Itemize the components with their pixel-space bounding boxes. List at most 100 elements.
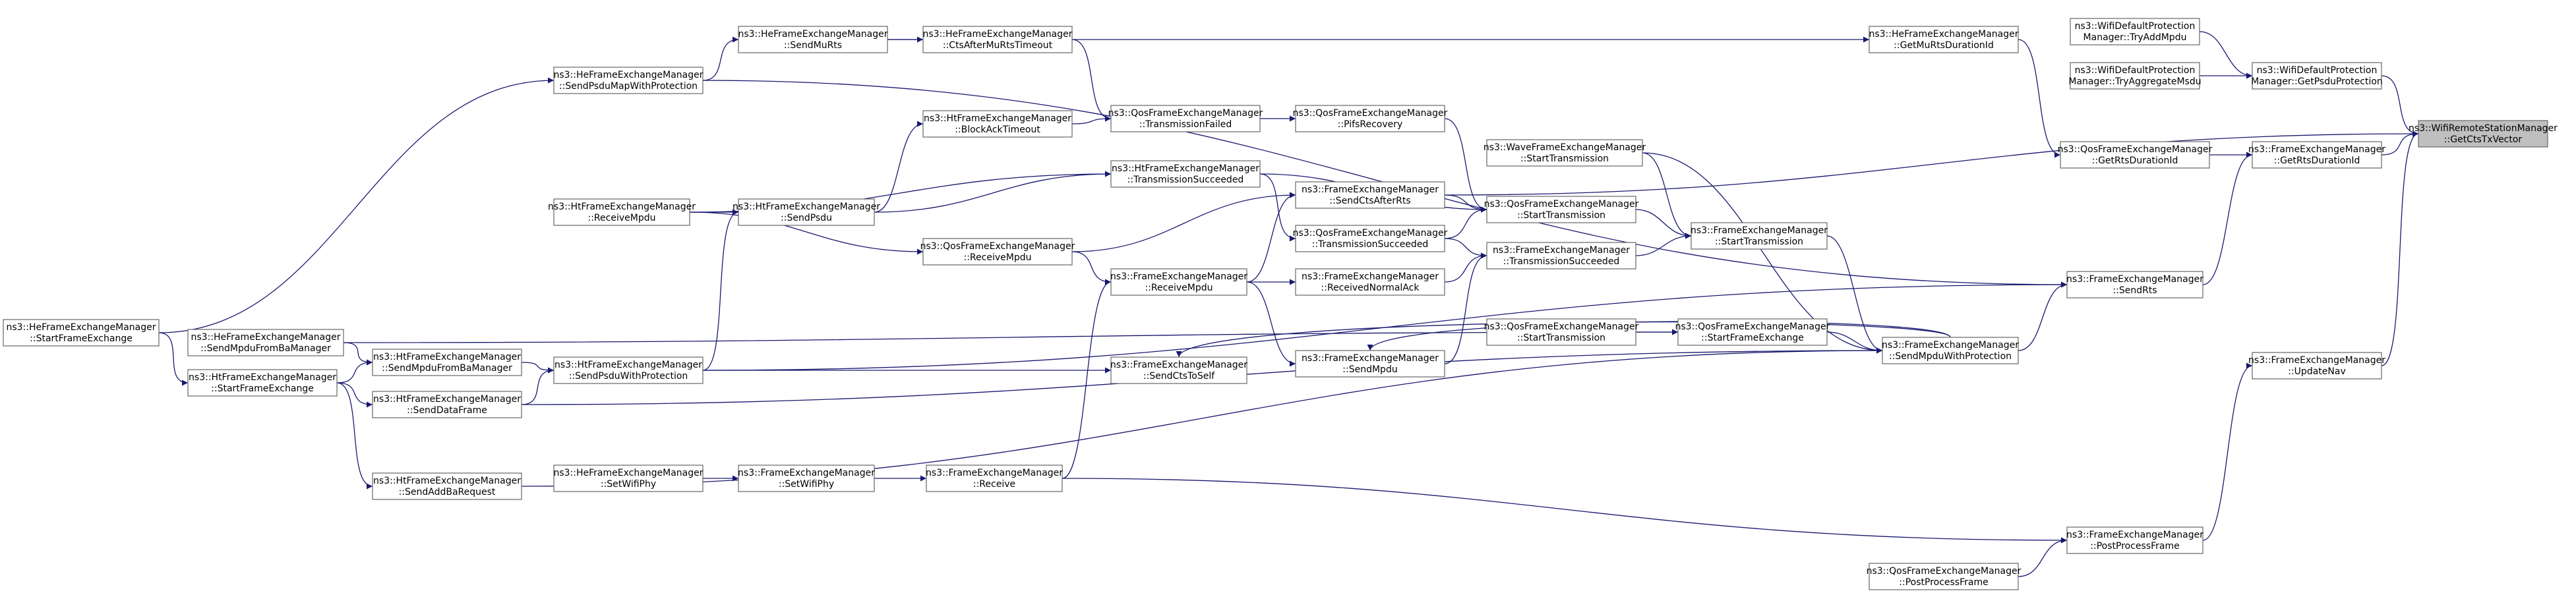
call-edge <box>1444 206 1487 239</box>
function-node[interactable]: ns3::FrameExchangeManager::SendCtsAfterR… <box>1295 181 1445 209</box>
node-method-label: ::GetCtsTxVector <box>2444 134 2523 145</box>
function-node[interactable]: ns3::QosFrameExchangeManager::StartFrame… <box>1675 318 1830 346</box>
function-node[interactable]: ns3::HtFrameExchangeManager::SendDataFra… <box>372 391 522 418</box>
node-class-label: ns3::WifiDefaultProtection <box>2075 21 2196 32</box>
function-node[interactable]: ns3::HeFrameExchangeManager::SendPsduMap… <box>553 67 704 94</box>
node-method-label: ::StartFrameExchange <box>211 383 314 394</box>
function-node[interactable]: ns3::WaveFrameExchangeManager::StartTran… <box>1483 139 1646 167</box>
function-node[interactable]: ns3::FrameExchangeManager::Receive <box>926 465 1063 492</box>
node-class-label: ns3::FrameExchangeManager <box>738 468 875 478</box>
function-node[interactable]: ns3::QosFrameExchangeManager::PostProces… <box>1867 563 2022 590</box>
node-class-label: ns3::FrameExchangeManager <box>1110 360 1247 370</box>
function-node[interactable]: ns3::HtFrameExchangeManager::SendMpduFro… <box>372 349 522 376</box>
function-node[interactable]: ns3::FrameExchangeManager::StartTransmis… <box>1691 222 1828 250</box>
function-node[interactable]: ns3::FrameExchangeManager::GetRtsDuratio… <box>2248 141 2385 169</box>
function-node[interactable]: ns3::HtFrameExchangeManager::SendPsduWit… <box>553 356 704 384</box>
function-node[interactable]: ns3::QosFrameExchangeManager::Transmissi… <box>1108 105 1263 132</box>
call-edge <box>2381 130 2419 366</box>
node-box <box>3 319 160 347</box>
function-node[interactable]: ns3::HtFrameExchangeManager::StartFrameE… <box>187 369 338 397</box>
function-node[interactable]: ns3::HtFrameExchangeManager::Transmissio… <box>1110 160 1261 188</box>
node-class-label: ns3::FrameExchangeManager <box>1691 225 1828 236</box>
node-box <box>1295 225 1445 252</box>
node-box <box>2066 271 2203 298</box>
function-node[interactable]: ns3::WifiDefaultProtectionManager::TryAd… <box>2070 18 2200 45</box>
node-class-label: ns3::FrameExchangeManager <box>1302 184 1439 195</box>
function-node[interactable]: ns3::HtFrameExchangeManager::BlockAckTim… <box>922 110 1073 138</box>
node-box <box>2418 120 2548 148</box>
call-edge <box>336 382 373 490</box>
node-method-label: ::SendCtsAfterRts <box>1329 196 1410 206</box>
node-method-label: ::CtsAfterMuRtsTimeout <box>943 40 1053 51</box>
node-method-label: ::StartTransmission <box>1517 210 1605 221</box>
function-node[interactable]: ns3::FrameExchangeManager::SendMpdu <box>1295 350 1445 378</box>
call-edge <box>336 382 373 408</box>
node-box <box>372 472 522 500</box>
node-method-label: ::SendAddBaRequest <box>399 487 496 497</box>
function-node[interactable]: ns3::FrameExchangeManager::ReceiveMpdu <box>1110 268 1247 296</box>
node-method-label: ::SendPsduWithProtection <box>569 371 688 381</box>
node-method-label: ::ReceivedNormalAck <box>1321 283 1420 293</box>
node-box <box>372 391 522 418</box>
node-box <box>1486 196 1636 223</box>
node-class-label: ns3::HtFrameExchangeManager <box>733 202 880 212</box>
call-nodes: ns3::WifiRemoteStationManager::GetCtsTxV… <box>3 18 2558 590</box>
node-class-label: ns3::FrameExchangeManager <box>1302 271 1439 282</box>
call-edge <box>1062 279 1112 479</box>
node-class-label: ns3::FrameExchangeManager <box>2066 274 2203 285</box>
function-node[interactable]: ns3::FrameExchangeManager::SendCtsToSelf <box>1110 356 1247 384</box>
call-edge <box>1246 192 1296 283</box>
node-box <box>187 329 344 356</box>
node-class-label: ns3::HeFrameExchangeManager <box>922 29 1072 40</box>
call-edge <box>689 212 924 255</box>
function-node[interactable]: ns3::QosFrameExchangeManager::GetRtsDura… <box>2058 141 2213 169</box>
function-node[interactable]: ns3::QosFrameExchangeManager::StartTrans… <box>1484 196 1639 223</box>
function-node[interactable]: ns3::FrameExchangeManager::SetWifiPhy <box>738 465 875 492</box>
node-box <box>1486 242 1636 269</box>
call-edge <box>1259 173 1296 242</box>
node-method-label: ::StartTransmission <box>1520 154 1609 164</box>
call-edge <box>1642 152 1883 354</box>
target-function-node[interactable]: ns3::WifiRemoteStationManager::GetCtsTxV… <box>2409 120 2558 148</box>
function-node[interactable]: ns3::HeFrameExchangeManager::SetWifiPhy <box>553 465 704 492</box>
call-edge <box>521 362 554 374</box>
function-node[interactable]: ns3::FrameExchangeManager::SendRts <box>2066 271 2203 298</box>
node-box <box>1110 356 1247 384</box>
function-node[interactable]: ns3::HtFrameExchangeManager::SendPsdu <box>733 198 880 226</box>
node-class-label: ns3::HtFrameExchangeManager <box>548 202 696 212</box>
call-edge <box>1071 192 1296 252</box>
function-node[interactable]: ns3::QosFrameExchangeManager::StartTrans… <box>1484 318 1639 346</box>
function-node[interactable]: ns3::QosFrameExchangeManager::ReceiveMpd… <box>920 238 1075 266</box>
function-node[interactable]: ns3::HeFrameExchangeManager::SendMuRts <box>738 26 888 53</box>
function-node[interactable]: ns3::HtFrameExchangeManager::ReceiveMpdu <box>548 198 696 226</box>
function-node[interactable]: ns3::WifiDefaultProtectionManager::TryAg… <box>2068 62 2202 90</box>
call-edge <box>1635 209 1692 239</box>
node-method-label: ::GetRtsDurationId <box>2092 155 2178 166</box>
function-node[interactable]: ns3::WifiDefaultProtectionManager::GetPs… <box>2251 62 2383 90</box>
function-node[interactable]: ns3::FrameExchangeManager::PostProcessFr… <box>2066 526 2203 554</box>
call-edge <box>2018 39 2061 158</box>
function-node[interactable]: ns3::FrameExchangeManager::UpdateNav <box>2248 352 2385 380</box>
function-node[interactable]: ns3::HeFrameExchangeManager::SendMpduFro… <box>187 329 344 356</box>
function-node[interactable]: ns3::HtFrameExchangeManager::SendAddBaRe… <box>372 472 522 500</box>
node-box <box>1486 318 1636 346</box>
node-method-label: ::StartTransmission <box>1517 333 1605 343</box>
function-node[interactable]: ns3::FrameExchangeManager::ReceivedNorma… <box>1295 268 1445 296</box>
function-node[interactable]: ns3::QosFrameExchangeManager::PifsRecove… <box>1293 105 1448 132</box>
node-class-label: ns3::HtFrameExchangeManager <box>1112 163 1259 174</box>
function-node[interactable]: ns3::QosFrameExchangeManager::Transmissi… <box>1293 225 1448 252</box>
function-node[interactable]: ns3::HeFrameExchangeManager::CtsAfterMuR… <box>922 26 1073 53</box>
function-node[interactable]: ns3::HeFrameExchangeManager::StartFrameE… <box>3 319 160 347</box>
function-node[interactable]: ns3::FrameExchangeManager::SendMpduWithP… <box>1882 337 2019 364</box>
node-box <box>738 465 875 492</box>
node-box <box>2252 62 2382 90</box>
call-edge <box>1444 118 1487 213</box>
call-edge <box>1071 115 1112 125</box>
node-method-label: ::StartFrameExchange <box>30 333 133 344</box>
node-class-label: ns3::HeFrameExchangeManager <box>738 29 887 40</box>
function-node[interactable]: ns3::FrameExchangeManager::TransmissionS… <box>1486 242 1636 269</box>
call-edge <box>1826 331 1883 354</box>
function-node[interactable]: ns3::HeFrameExchangeManager::GetMuRtsDur… <box>1869 26 2019 53</box>
